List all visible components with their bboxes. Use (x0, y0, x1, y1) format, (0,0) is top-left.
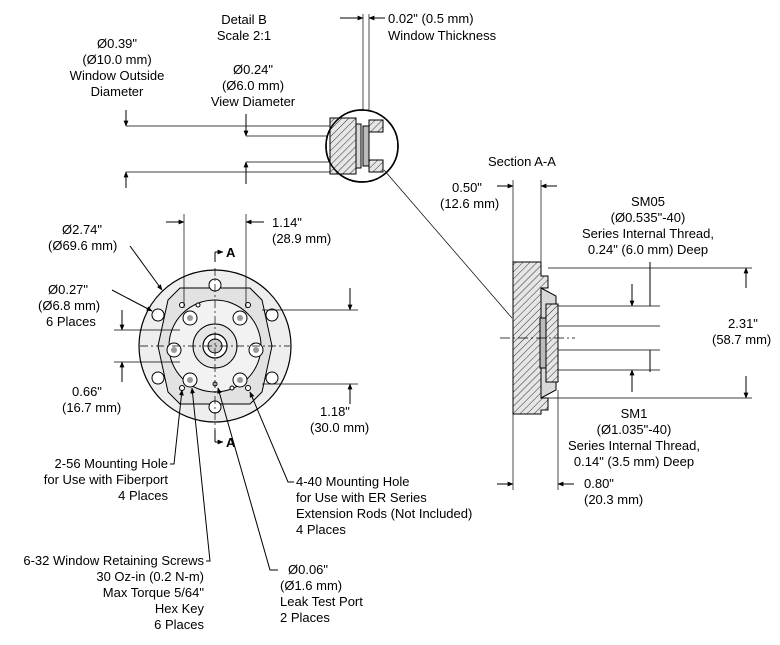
view-dia-dim: Ø0.24" (233, 62, 273, 77)
sm1-thread: Series Internal Thread, (568, 438, 700, 453)
dim-066: 0.66" (72, 384, 102, 399)
section-marker-bottom: A (226, 435, 236, 450)
window-od-mm: (Ø10.0 mm) (82, 52, 151, 67)
hole-440-label2: for Use with ER Series (296, 490, 427, 505)
dim-080-mm: (20.3 mm) (584, 492, 643, 507)
screws-label1: 6-32 Window Retaining Screws (23, 553, 204, 568)
section-view: Section A-A 0.50" (12.6 mm) SM05 (Ø0.535… (440, 154, 771, 507)
section-marker-top: A (226, 245, 236, 260)
hole-440-label1: 4-40 Mounting Hole (296, 474, 409, 489)
outer-dia-mm: (Ø69.6 mm) (48, 238, 117, 253)
dim-050: 0.50" (452, 180, 482, 195)
outer-dia-dim: Ø2.74" (62, 222, 102, 237)
detail-b-view: Detail B Scale 2:1 0.02" (0.5 mm) Window… (70, 11, 513, 319)
hole-256-label2: for Use with Fiberport (44, 472, 169, 487)
sm05-label: SM05 (631, 194, 665, 209)
sm05-spec: (Ø0.535"-40) (611, 210, 686, 225)
hole-027-mm: (Ø6.8 mm) (38, 298, 100, 313)
window-od-label1: Window Outside (70, 68, 165, 83)
front-view: A A Ø2.74" (Ø69.6 mm) 1.14" (28.9 mm) Ø0… (23, 214, 472, 632)
leak-port-places: 2 Places (280, 610, 330, 625)
retaining-screws (166, 310, 264, 388)
detail-b-circle (325, 109, 399, 183)
detail-title: Detail B (221, 12, 267, 27)
hole-027-places: 6 Places (46, 314, 96, 329)
sm1-spec: (Ø1.035"-40) (597, 422, 672, 437)
view-dia-label: View Diameter (211, 94, 296, 109)
dim-118-mm: (30.0 mm) (310, 420, 369, 435)
screws-label2: 30 Oz-in (0.2 N-m) (96, 569, 204, 584)
window-od-dim: Ø0.39" (97, 36, 137, 51)
window-thickness-label: Window Thickness (388, 28, 497, 43)
dim-114-mm: (28.9 mm) (272, 231, 331, 246)
sm05-thread: Series Internal Thread, (582, 226, 714, 241)
screws-places: 6 Places (154, 617, 204, 632)
dim-114: 1.14" (272, 215, 302, 230)
dim-066-mm: (16.7 mm) (62, 400, 121, 415)
dim-080: 0.80" (584, 476, 614, 491)
section-title: Section A-A (488, 154, 556, 169)
mounting-holes-6 (151, 278, 279, 414)
dim-050-mm: (12.6 mm) (440, 196, 499, 211)
hole-256-places: 4 Places (118, 488, 168, 503)
hole-440-places: 4 Places (296, 522, 346, 537)
sm1-label: SM1 (621, 406, 648, 421)
hole-027-dim: Ø0.27" (48, 282, 88, 297)
screws-label3: Max Torque 5/64" (103, 585, 205, 600)
hole-256-label1: 2-56 Mounting Hole (55, 456, 168, 471)
leak-port-mm: (Ø1.6 mm) (280, 578, 342, 593)
hole-440-label3: Extension Rods (Not Included) (296, 506, 472, 521)
screws-label4: Hex Key (155, 601, 205, 616)
window-od-label2: Diameter (91, 84, 144, 99)
leak-port-dim: Ø0.06" (288, 562, 328, 577)
view-dia-mm: (Ø6.0 mm) (222, 78, 284, 93)
dim-231-mm: (58.7 mm) (712, 332, 771, 347)
dim-118: 1.18" (320, 404, 350, 419)
leak-port-label: Leak Test Port (280, 594, 363, 609)
sm05-depth: 0.24" (6.0 mm) Deep (588, 242, 708, 257)
dim-231: 2.31" (728, 316, 758, 331)
window-thickness-dim: 0.02" (0.5 mm) (388, 11, 474, 26)
detail-scale: Scale 2:1 (217, 28, 271, 43)
sm1-depth: 0.14" (3.5 mm) Deep (574, 454, 694, 469)
